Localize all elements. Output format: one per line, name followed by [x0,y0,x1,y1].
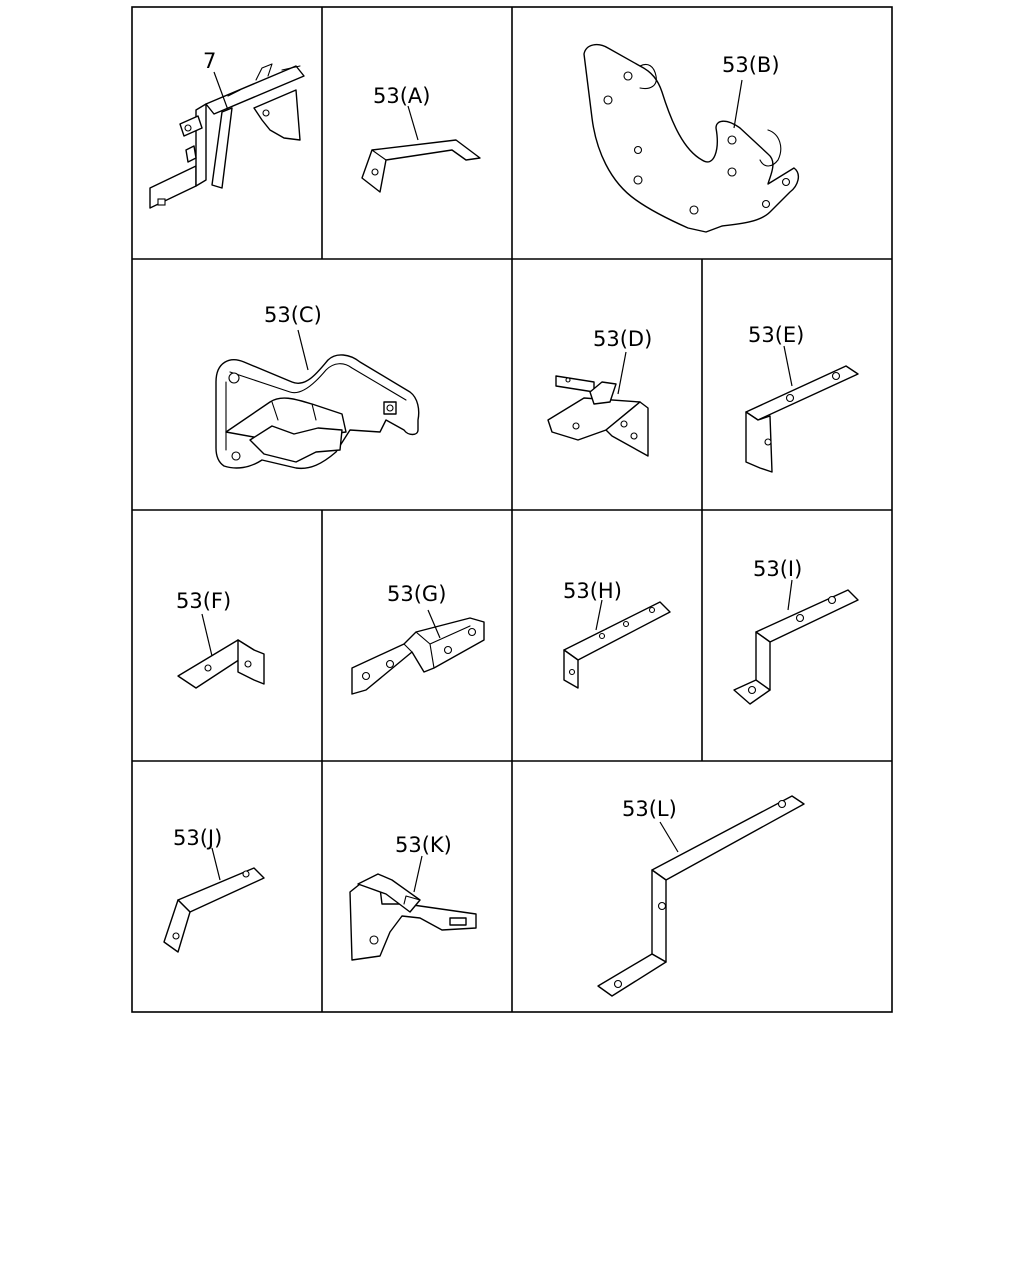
label-53g: 53(G) [387,582,446,606]
label-53c: 53(C) [264,303,322,327]
leader-53k [413,855,423,893]
part-53i [733,589,859,705]
label-53d: 53(D) [593,327,652,351]
grid-frame [131,6,893,1013]
leader-53j [211,847,221,881]
part-53c [215,354,420,470]
label-53b: 53(B) [722,53,780,77]
leader-53c [297,329,309,371]
leader-53d [617,351,627,395]
leader-7 [213,71,229,111]
leader-53a [407,105,419,141]
part-53d [547,375,649,457]
part-53g [351,617,485,695]
label-53h: 53(H) [563,579,622,603]
label-53i: 53(I) [753,557,802,581]
part-53k [349,873,477,961]
leader-53l [659,821,679,853]
leader-53f [201,613,213,657]
label-53f: 53(F) [176,589,231,613]
label-7: 7 [203,49,216,73]
leader-53h [595,599,603,631]
label-53e: 53(E) [748,323,804,347]
leader-53g [427,609,441,639]
label-53l: 53(L) [622,797,677,821]
label-53j: 53(J) [173,826,222,850]
label-53a: 53(A) [373,84,430,108]
part-53a [361,139,481,193]
leader-53i [787,579,793,611]
part-53j [163,867,265,953]
label-53k: 53(K) [395,833,452,857]
part-53e [745,365,859,473]
leader-53e [783,345,793,387]
part-53l [597,795,805,997]
part-53h [563,601,671,689]
part-53f [177,639,265,689]
part-7 [149,63,305,209]
leader-53b [733,79,743,129]
part-53b [583,43,800,233]
